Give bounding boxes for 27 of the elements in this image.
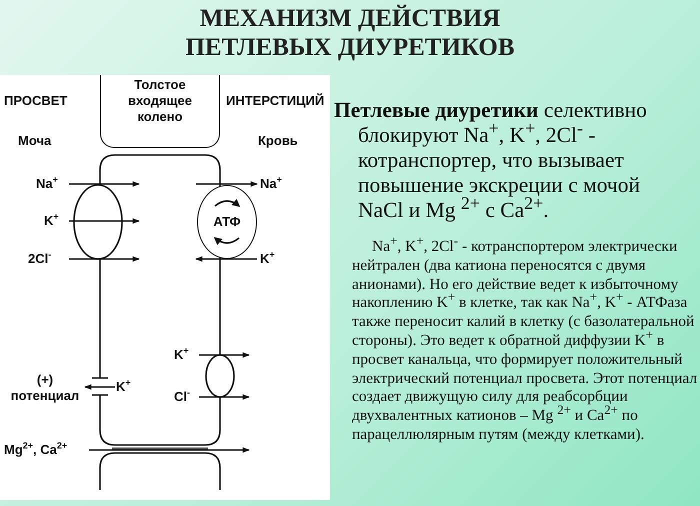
region-label: ПРОСВЕТ <box>4 93 68 109</box>
ion-label: 2Cl$^{-}$ <box>28 251 68 267</box>
explanation-paragraph: Na$^{+}$, K$^{+}$, 2Cl$^{-}$ - котранспортером электрически нейтрален (два катиона переносятся с двумя анионами). Но его действие ведет к избыточному накоплению K$^{+}$ в клетке, так как Na$^{+}$, K$^{+}$ - АТФаза также переносит калий в клетку (с базолатеральной стороны). Это ведет к обратной диффузии K$^{+}$ в просвет канальца, что формирует положительный электрический потенциал просвета. Этот потенциал создает движущую силу для реабсорбции двухвалентных катионов – Mg $^{2+}$ и Ca$^{2+}$ по парацеллюлярным путям (между клетками). <box>352 238 698 445</box>
cell-segment: Толстое входящее колено <box>100 75 220 148</box>
region-label: ИНТЕРСТИЦИЙ <box>226 93 326 109</box>
region-label: Кровь <box>258 133 299 149</box>
arrow <box>199 394 250 400</box>
arrow <box>196 181 258 187</box>
region-label: Моча <box>18 133 52 149</box>
arrow <box>69 256 140 262</box>
ion-label: Na$^{+}$ <box>260 176 292 192</box>
ion-label: K$^{+}$ <box>116 379 140 395</box>
arrow <box>89 447 250 453</box>
arrow <box>69 181 140 187</box>
arrow <box>84 384 115 390</box>
arrow <box>199 352 250 358</box>
pump-label: АТФ <box>212 214 242 230</box>
ion-label: K$^{+}$ <box>260 251 284 267</box>
ion-label: K$^{+}$ <box>174 347 198 363</box>
summary-paragraph: Петлевые диуретики селективно блокируют Na$^{+}$, K$^{+}$, 2Cl$^{-}$ - котранспортер, что вызывает повышение экскреции с мочой NaCl и Mg $^{2+}$ с Ca$^{2+}$. <box>334 98 648 223</box>
potential-label: (+) потенциал <box>6 372 84 406</box>
ion-label: Cl$^{-}$ <box>174 389 198 405</box>
ion-label: K$^{+}$ <box>44 213 68 229</box>
arrow <box>195 256 257 262</box>
ion-label: Na$^{+}$ <box>36 176 68 192</box>
ion-label: Mg$^{2+}$, Ca$^{2+}$ <box>4 442 88 458</box>
title: МЕХАНИЗМ ДЕЙСТВИЯ ПЕТЛЕВЫХ ДИУРЕТИКОВ <box>184 4 516 62</box>
